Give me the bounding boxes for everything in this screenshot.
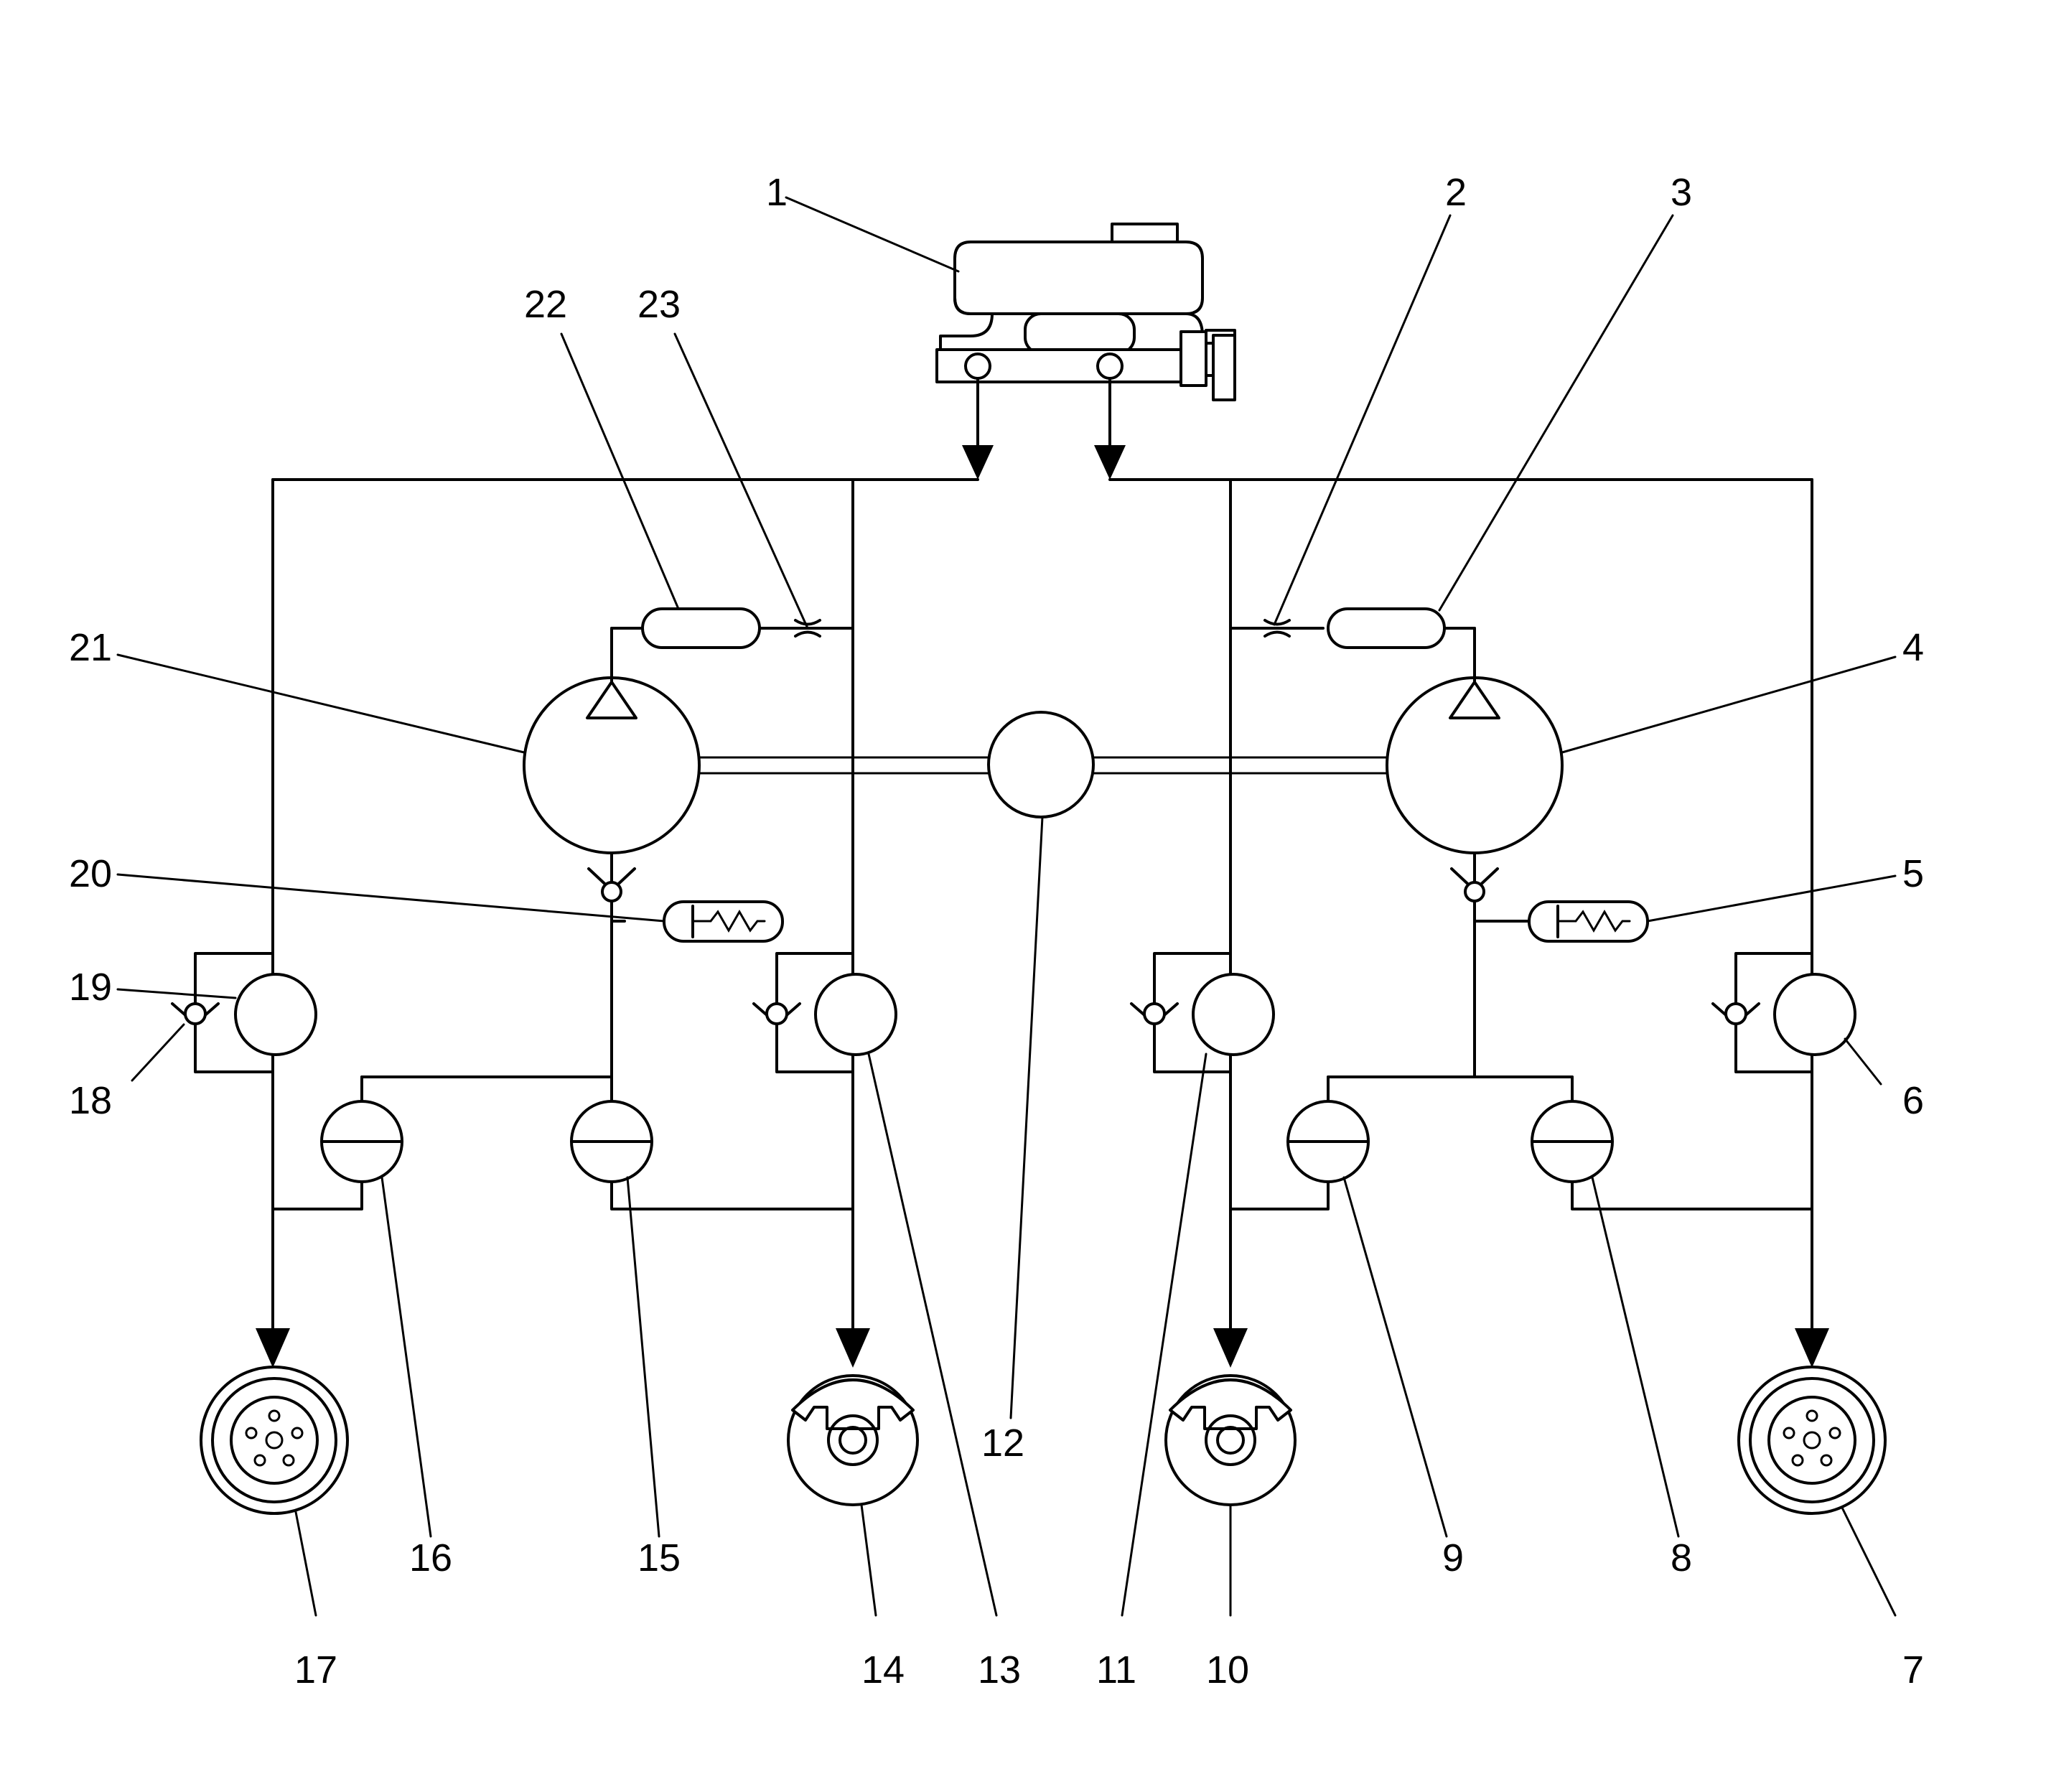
callout-5: 5 (1902, 852, 1924, 895)
dump-valve-9 (1229, 1100, 1370, 1210)
right-low-pressure-accumulator (1263, 607, 1476, 649)
left-pump-outlet-check-valve (587, 851, 636, 1078)
callout-2: 2 (1445, 171, 1467, 214)
right-pump-outlet-check-valve (1450, 851, 1499, 1078)
leader-lines (116, 196, 1897, 1617)
left-low-pressure-accumulator (610, 607, 821, 649)
pump-motor (987, 711, 1095, 818)
flow-arrow (836, 1328, 870, 1368)
dump-valve-15 (570, 1100, 854, 1210)
drum-brake-17 (200, 1366, 349, 1515)
left-circuit-lines (271, 478, 979, 1344)
callout-21: 21 (69, 626, 112, 669)
flow-arrow (1094, 445, 1126, 480)
disc-brake-10 (1164, 1374, 1297, 1506)
callout-16: 16 (409, 1536, 452, 1579)
callout-12: 12 (981, 1422, 1024, 1465)
callout-14: 14 (861, 1648, 905, 1691)
flow-arrow (1795, 1328, 1829, 1368)
flow-arrow (1213, 1328, 1248, 1368)
right-circuit-lines (1108, 478, 1813, 1344)
callout-19: 19 (69, 966, 112, 1009)
master-outputs (962, 377, 1126, 480)
callout-9: 9 (1442, 1536, 1464, 1579)
left-damper (610, 900, 784, 943)
callout-11: 11 (1096, 1648, 1136, 1691)
pump-drive-shaft (697, 756, 1388, 775)
disc-brake-14 (787, 1374, 919, 1506)
callout-1: 1 (766, 171, 788, 214)
callout-7: 7 (1902, 1648, 1924, 1691)
callout-4: 4 (1902, 626, 1924, 669)
flow-arrow (962, 445, 994, 480)
left-dump-manifold (360, 1075, 613, 1101)
flow-arrow (256, 1328, 290, 1368)
callout-20: 20 (69, 852, 112, 895)
callout-6: 6 (1902, 1079, 1924, 1122)
right-damper (1473, 900, 1649, 943)
callout-23: 23 (637, 283, 681, 326)
right-dump-manifold (1327, 1075, 1574, 1101)
dump-valve-8 (1531, 1100, 1813, 1210)
callout-10: 10 (1206, 1648, 1249, 1691)
left-pump (523, 627, 701, 854)
master-cylinder (935, 223, 1236, 401)
callout-labels: 1 2 3 4 5 6 7 8 9 10 11 12 13 14 15 16 1… (69, 171, 1924, 1691)
callout-3: 3 (1671, 171, 1692, 214)
drum-brake-7 (1737, 1366, 1887, 1515)
callout-22: 22 (524, 283, 567, 326)
callout-8: 8 (1671, 1536, 1692, 1579)
right-pump (1386, 627, 1564, 854)
callout-15: 15 (637, 1536, 681, 1579)
isolation-valve-19 (171, 952, 317, 1073)
isolation-valve-6 (1711, 952, 1856, 1073)
callout-18: 18 (69, 1079, 112, 1122)
callout-13: 13 (978, 1648, 1021, 1691)
callout-17: 17 (294, 1648, 337, 1691)
dump-valve-16 (271, 1100, 403, 1210)
isolation-valve-13 (752, 952, 897, 1073)
isolation-valve-11 (1130, 952, 1275, 1073)
